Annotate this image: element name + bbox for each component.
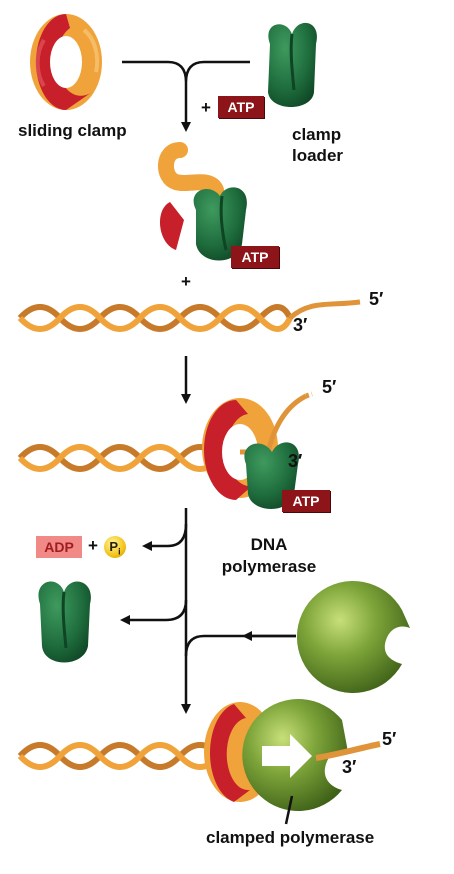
- clamp-loader-complex: [158, 142, 247, 261]
- label-dna-polymerase: DNA polymerase: [221, 535, 317, 576]
- label-3-prime-2: 3′: [288, 451, 303, 471]
- label-3-prime-3: 3′: [342, 757, 357, 777]
- phosphate-subscript: i: [118, 546, 121, 557]
- adp-badge: ADP: [36, 536, 82, 558]
- plus-sign-3: +: [88, 536, 98, 555]
- label-pointer-line: [284, 795, 294, 825]
- clamped-polymerase-complex: [204, 699, 381, 812]
- label-5-prime-3: 5′: [382, 729, 397, 749]
- label-5-prime-2: 5′: [322, 377, 337, 397]
- plus-sign-2: +: [181, 272, 191, 291]
- dna-polymerase: [296, 581, 410, 693]
- label-sliding-clamp: sliding clamp: [18, 121, 127, 140]
- dna-helix-1: [17, 299, 361, 332]
- atp-badge-3: ATP: [282, 490, 330, 512]
- released-clamp-loader: [38, 581, 91, 663]
- label-5-prime-1: 5′: [369, 289, 384, 309]
- label-3-prime-1: 3′: [293, 315, 308, 335]
- plus-sign-1: +: [201, 98, 211, 117]
- clamp-loader-top: [268, 22, 317, 107]
- polymerase-join-line: [184, 634, 296, 657]
- dna-helix-2: [17, 444, 223, 472]
- arrow-to-released-loader: [120, 599, 188, 625]
- arrow-to-adp: [142, 523, 188, 551]
- phosphate-icon: Pi: [104, 536, 126, 558]
- label-clamped-polymerase: clamped polymerase: [206, 828, 375, 847]
- dna-helix-3: [17, 742, 223, 770]
- direction-arrow-icon: [262, 734, 312, 778]
- label-clamp-loader: clamp loader: [292, 125, 344, 165]
- sliding-clamp-top: [30, 14, 102, 110]
- atp-badge-2: ATP: [231, 246, 279, 268]
- phosphate-label: P: [109, 539, 119, 554]
- merge-lines-top: [122, 60, 250, 83]
- atp-badge-1: ATP: [218, 96, 264, 118]
